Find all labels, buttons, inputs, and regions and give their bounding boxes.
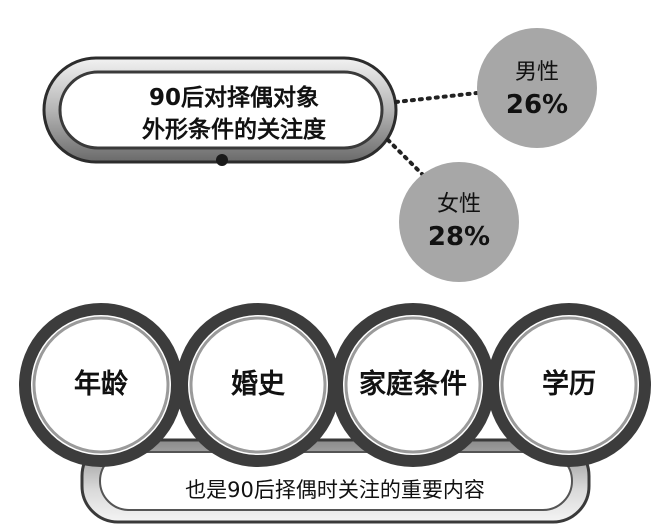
- title-line-2: 外形条件的关注度: [142, 117, 326, 143]
- male-stat: 男性 26%: [478, 58, 596, 122]
- footer-band: [80, 438, 591, 524]
- topic-age: 年龄: [74, 369, 128, 400]
- anchor-dot: [216, 154, 228, 166]
- male-value: 26%: [505, 90, 569, 120]
- male-circle: [477, 28, 597, 148]
- female-value: 28%: [427, 222, 491, 252]
- topic-marital-history: 婚史: [231, 369, 285, 400]
- title-pill: [42, 56, 398, 166]
- connector-female: [386, 138, 430, 182]
- title: 90后对择偶对象 外形条件的关注度: [88, 82, 380, 146]
- topic-family-conditions: 家庭条件: [359, 369, 467, 400]
- female-label: 女性: [436, 192, 481, 217]
- female-circle: [399, 162, 519, 282]
- connector-male: [394, 90, 488, 104]
- title-line-1: 90后对择偶对象: [148, 85, 319, 111]
- topic-rings: [19, 303, 651, 467]
- female-stat: 女性 28%: [400, 190, 518, 254]
- footer-caption: 也是90后择偶时关注的重要内容: [185, 478, 485, 502]
- topic-education: 学历: [542, 369, 596, 400]
- male-label: 男性: [514, 60, 559, 85]
